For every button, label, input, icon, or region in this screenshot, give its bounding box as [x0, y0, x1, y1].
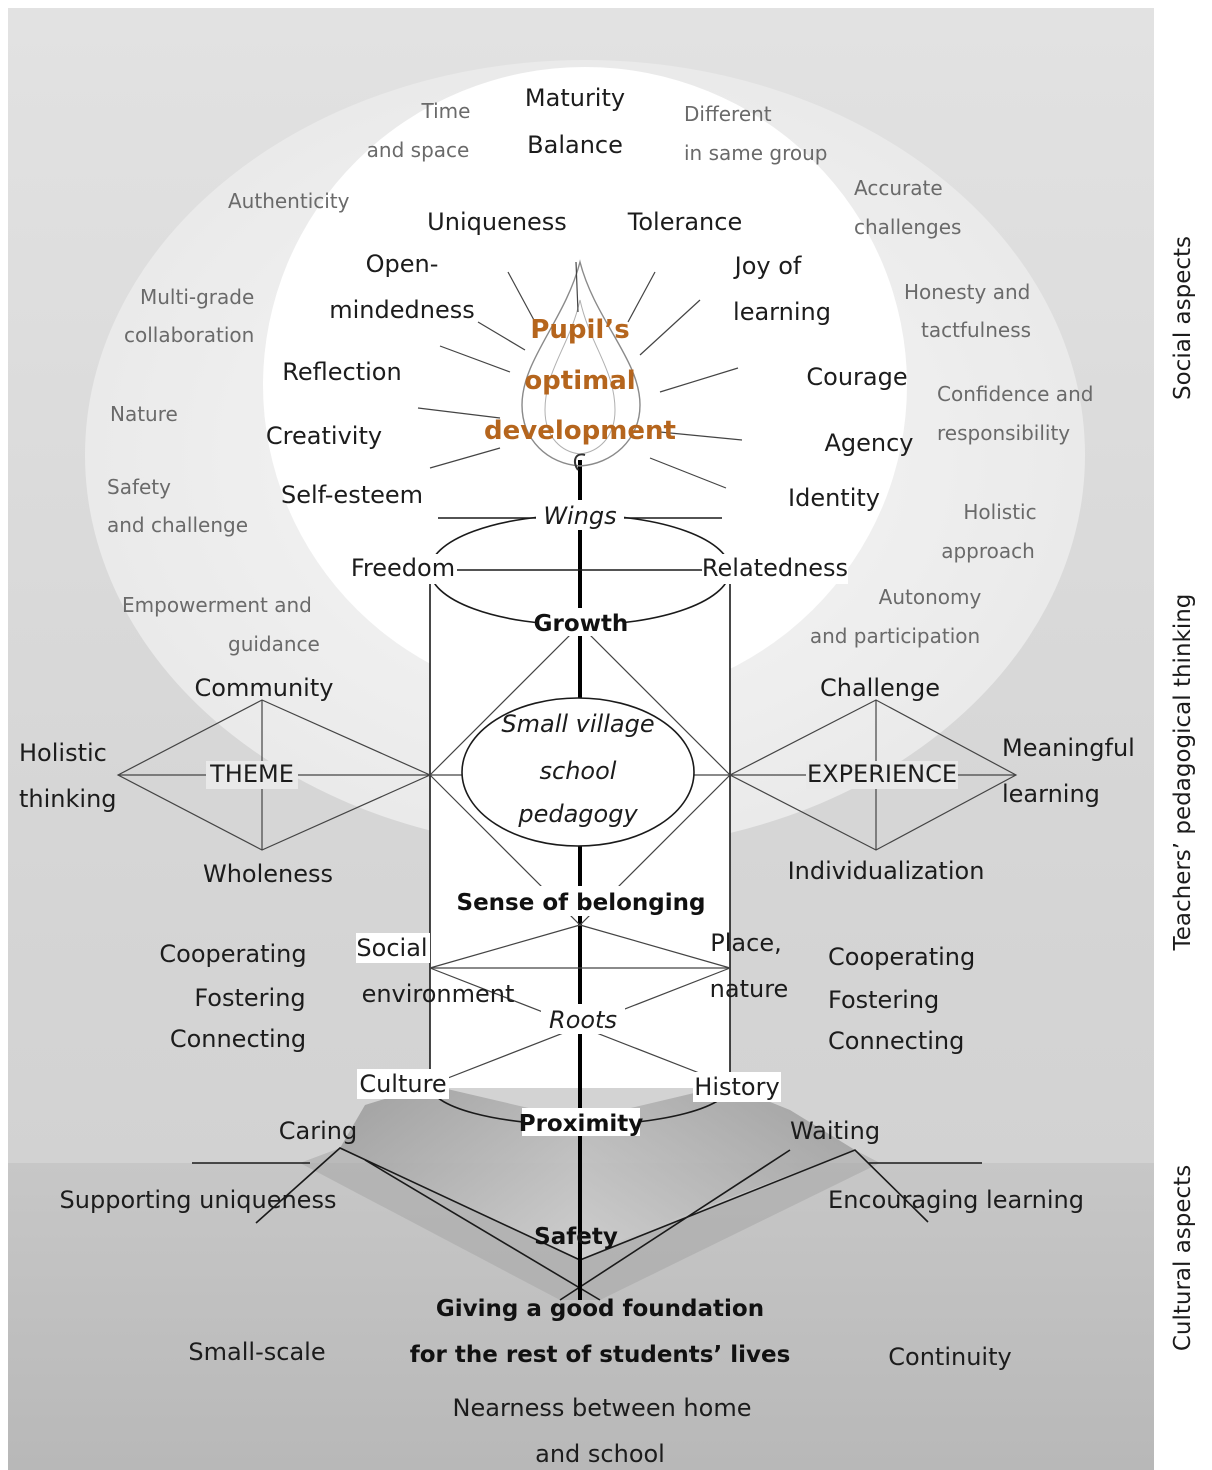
- label-social-2: environment: [362, 980, 515, 1008]
- label-meaningful-1: Meaningful: [1002, 734, 1135, 762]
- inner-agency: Agency: [824, 429, 913, 457]
- label-waiting: Waiting: [790, 1117, 880, 1145]
- label-experience: EXPERIENCE: [807, 760, 957, 788]
- inner-joy-2: learning: [733, 298, 831, 326]
- base-v-shape: [300, 1148, 880, 1300]
- label-challenge: Challenge: [820, 674, 940, 702]
- right-cooperating: Cooperating: [828, 943, 975, 971]
- inner-identity: Identity: [788, 484, 880, 512]
- label-supporting-uniqueness: Supporting uniqueness: [60, 1186, 337, 1214]
- label-theme: THEME: [209, 760, 294, 788]
- label-freedom: Freedom: [351, 554, 455, 582]
- outer-accurate-1: Accurate: [854, 176, 943, 200]
- label-social-1: Social: [356, 934, 427, 962]
- inner-open-2: mindedness: [329, 296, 474, 324]
- left-cooperating: Cooperating: [159, 940, 306, 968]
- flame-icon: [521, 259, 641, 467]
- flame-rays: [417, 261, 743, 489]
- outer-safety-2: and challenge: [107, 513, 248, 537]
- label-holistic-thinking-1: Holistic: [19, 739, 107, 767]
- inner-balance: Balance: [527, 131, 623, 159]
- label-caring: Caring: [279, 1117, 357, 1145]
- inner-self-esteem: Self-esteem: [281, 481, 423, 509]
- label-place-2: nature: [710, 975, 789, 1003]
- outer-different-2: in same group: [684, 141, 828, 165]
- inner-maturity: Maturity: [525, 84, 625, 112]
- outer-confidence-2: responsibility: [937, 421, 1070, 445]
- outer-multigrade-2: collaboration: [124, 323, 254, 347]
- pedagogy-ellipse: [461, 697, 695, 847]
- side-label-pedagogical: Teachers’ pedagogical thinking: [1170, 594, 1196, 952]
- label-sense-of-belonging: Sense of belonging: [457, 890, 706, 916]
- label-wings: Wings: [543, 502, 616, 530]
- side-label-cultural: Cultural aspects: [1170, 1165, 1196, 1351]
- pedagogy-line-3: pedagogy: [517, 800, 638, 828]
- outer-honesty-1: Honesty and: [904, 280, 1030, 304]
- pedagogy-line-1: Small village: [501, 710, 654, 738]
- outer-empowerment-1: Empowerment and: [122, 593, 312, 617]
- outer-accurate-2: challenges: [854, 215, 961, 239]
- inner-tolerance: Tolerance: [627, 208, 742, 236]
- outer-time-2: and space: [367, 138, 470, 162]
- outer-confidence-1: Confidence and: [937, 382, 1093, 406]
- outer-time-1: Time: [421, 99, 471, 123]
- label-place-1: Place,: [710, 929, 781, 957]
- label-roots: Roots: [549, 1006, 617, 1034]
- outer-authenticity: Authenticity: [228, 189, 350, 213]
- label-meaningful-2: learning: [1002, 780, 1100, 808]
- outer-nature: Nature: [110, 402, 178, 426]
- label-history: History: [694, 1073, 779, 1101]
- pupil-line-2: optimal: [524, 366, 635, 396]
- label-continuity: Continuity: [888, 1343, 1011, 1371]
- outer-holistic-2: approach: [941, 539, 1035, 563]
- label-proximity: Proximity: [519, 1111, 644, 1137]
- base-shoulder-right: [580, 1085, 855, 1260]
- inner-open-1: Open-: [366, 250, 439, 278]
- label-safety: Safety: [534, 1224, 618, 1250]
- inner-creativity: Creativity: [266, 422, 382, 450]
- right-fostering: Fostering: [828, 986, 939, 1014]
- left-fostering: Fostering: [194, 984, 305, 1012]
- inner-joy-1: Joy of: [733, 252, 802, 280]
- outer-safety-1: Safety: [107, 475, 171, 499]
- label-small-scale: Small-scale: [188, 1338, 325, 1366]
- label-culture: Culture: [359, 1070, 446, 1098]
- outer-different-1: Different: [684, 102, 772, 126]
- left-connecting: Connecting: [170, 1025, 306, 1053]
- right-connecting: Connecting: [828, 1027, 964, 1055]
- label-encouraging-learning: Encouraging learning: [828, 1186, 1084, 1214]
- side-label-social: Social aspects: [1170, 236, 1196, 400]
- outer-multigrade-1: Multi-grade: [140, 285, 254, 309]
- label-foundation-1: Giving a good foundation: [436, 1296, 764, 1322]
- label-nearness-2: and school: [535, 1440, 665, 1468]
- outer-autonomy-1: Autonomy: [879, 585, 982, 609]
- label-wholeness: Wholeness: [203, 860, 333, 888]
- pupil-line-1: Pupil’s: [530, 315, 629, 345]
- inner-uniqueness: Uniqueness: [427, 208, 567, 236]
- label-foundation-2: for the rest of students’ lives: [410, 1342, 791, 1368]
- label-individualization: Individualization: [788, 857, 985, 885]
- label-holistic-thinking-2: thinking: [19, 785, 117, 813]
- label-nearness-1: Nearness between home: [453, 1394, 752, 1422]
- outer-empowerment-2: guidance: [228, 632, 320, 656]
- outer-holistic-1: Holistic: [963, 500, 1036, 524]
- inner-courage: Courage: [806, 363, 907, 391]
- inner-ring-ellipse: [263, 67, 907, 703]
- pedagogy-line-2: school: [540, 757, 617, 785]
- outer-honesty-2: tactfulness: [921, 318, 1031, 342]
- label-relatedness: Relatedness: [702, 554, 848, 582]
- label-community: Community: [195, 674, 334, 702]
- inner-reflection: Reflection: [282, 358, 401, 386]
- base-shoulder-left: [340, 1085, 580, 1260]
- pupil-line-3: development: [484, 416, 676, 446]
- label-growth: Growth: [534, 611, 629, 637]
- outer-autonomy-2: and participation: [810, 624, 980, 648]
